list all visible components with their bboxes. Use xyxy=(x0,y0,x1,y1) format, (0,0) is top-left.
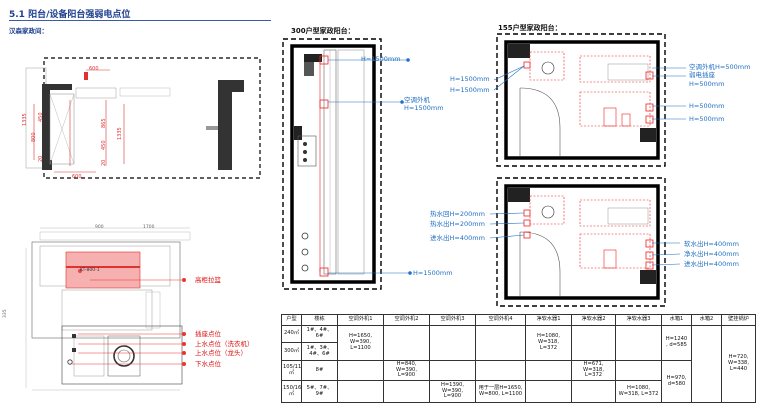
th-ac1: 空调外机1 xyxy=(337,314,384,326)
dim-bottom-600: 600 xyxy=(72,174,82,180)
cell-tank1-b: H=970, d=580 xyxy=(661,360,692,403)
cell-building: 1#、4#、6# xyxy=(301,325,338,343)
cell-empty xyxy=(383,380,430,403)
dim-1700: 1700 xyxy=(143,225,155,230)
th-softener3: 净软水器3 xyxy=(615,314,662,326)
dim-right-20: 20 xyxy=(101,159,107,166)
p155-top-left-ann-2: H=1500mm xyxy=(450,86,490,94)
panel-155-bottom-plan xyxy=(490,177,681,307)
table-row: 150/165㎡ 5#、7#、9# H=1390, W=390, L=900 用… xyxy=(281,380,756,403)
p155-top-right-ann-1: 空调外机H=500mm xyxy=(689,63,751,71)
cell-building: 8# xyxy=(301,360,338,381)
p300-ann-1: H=1500mm xyxy=(361,55,401,63)
dim-right-865: 865 xyxy=(101,118,107,128)
th-ac3: 空调外机3 xyxy=(429,314,476,326)
dim-right-1335: 1335 xyxy=(117,127,123,140)
cell-empty xyxy=(429,360,476,381)
cell-empty xyxy=(383,325,430,361)
table-header-row: 户型 楼栋 空调外机1 空调外机2 空调外机3 空调外机4 净软水器1 净软水器… xyxy=(281,314,756,326)
cell-empty xyxy=(525,360,572,381)
th-ac4: 空调外机4 xyxy=(475,314,526,326)
panel-155-top-plan xyxy=(493,33,686,167)
th-tank2: 水箱2 xyxy=(691,314,722,326)
th-softener2: 净软水器2 xyxy=(571,314,616,326)
cell-ac4: 用于一层H=1650, W=800, L=1100 xyxy=(475,380,526,403)
cell-empty xyxy=(615,360,662,381)
cell-type: 240㎡ xyxy=(281,325,302,343)
cell-empty xyxy=(525,380,572,403)
p155-bot-right-ann-2: 净水出H=400mm xyxy=(684,250,739,258)
panel-300-title: 300户型家政阳台： xyxy=(291,27,355,35)
dim-335: 335 xyxy=(3,309,8,318)
cell-empty xyxy=(475,360,526,381)
dim-left-800: 800 xyxy=(31,132,37,142)
label-outlet-point: 插座点位 xyxy=(195,330,221,338)
cell-building: 1#、3#、4#、6# xyxy=(301,342,338,361)
panel-300-plan xyxy=(282,38,412,290)
cell-softener1: H=1080, W=318, L=372 xyxy=(525,325,572,361)
cell-empty xyxy=(571,325,616,361)
cell-ac3: H=1390, W=390, L=900 xyxy=(429,380,476,403)
table-row: 105/115㎡ 8# H=840, W=390, L=900 H=671, W… xyxy=(281,360,756,403)
left-top-plan xyxy=(25,57,261,179)
table-row: 240㎡ 1#、4#、6# H=1650, W=390, L=1100 H=10… xyxy=(281,325,756,403)
cell-empty xyxy=(475,325,526,361)
p155-bot-right-ann-1: 软水出H=400mm xyxy=(684,240,739,248)
p155-top-right-ann-4: H=500mm xyxy=(689,102,725,110)
p300-ann-3: H=1500mm xyxy=(404,104,444,112)
panel-155-title: 155户型家政阳台： xyxy=(498,24,562,32)
dim-900: 900 xyxy=(95,225,104,230)
dim-top-600: 600 xyxy=(89,66,99,72)
cell-tank1-a: H=1240 , d=585 xyxy=(661,325,692,361)
cell-type: 105/115㎡ xyxy=(281,360,302,381)
cell-building: 5#、7#、9# xyxy=(301,380,338,403)
p155-top-right-ann-3: H=500mm xyxy=(689,80,725,88)
p155-bot-left-ann-3: 进水出H=400mm xyxy=(430,234,485,242)
cell-empty xyxy=(429,325,476,361)
label-washer-water: 上水点位（洗衣机） xyxy=(195,340,254,348)
label-faucet-water: 上水点位（龙头） xyxy=(195,349,247,357)
th-building: 楼栋 xyxy=(301,314,338,326)
equipment-spec-table: 户型 楼栋 空调外机1 空调外机2 空调外机3 空调外机4 净软水器1 净软水器… xyxy=(281,314,756,403)
left-bottom-plan xyxy=(25,227,191,391)
cell-boiler: H=720, W=338, L=440 xyxy=(721,325,756,403)
cell-ac2: H=840, W=390, L=900 xyxy=(383,360,430,381)
cell-softener2: H=671, W=318, L=372 xyxy=(571,360,616,381)
cell-empty xyxy=(337,380,384,403)
dim-right-450: 450 xyxy=(101,140,107,150)
cell-ac1: H=1650, W=390, L=1100 xyxy=(337,325,384,361)
p300-ann-2: 空调外机 xyxy=(404,96,430,104)
cell-type: 150/165㎡ xyxy=(281,380,302,403)
cell-type: 300㎡ xyxy=(281,342,302,361)
th-tank1: 水箱1 xyxy=(661,314,692,326)
cell-empty xyxy=(691,325,722,403)
cell-empty xyxy=(337,360,384,381)
p155-bot-left-ann-1: 热水回H=200mm xyxy=(430,210,485,218)
cell-empty xyxy=(571,380,616,403)
section-subtitle: 汉森家政间： xyxy=(9,27,48,35)
p155-bot-left-ann-2: 热水出H=200mm xyxy=(430,220,485,228)
cell-empty xyxy=(615,325,662,361)
dim-left-450: 450 xyxy=(38,112,44,122)
p155-top-right-ann-2: 弱电插座 xyxy=(689,71,715,79)
th-softener1: 净软水器1 xyxy=(525,314,572,326)
p155-top-left-ann-1: H=1500mm xyxy=(450,75,490,83)
p155-bot-right-ann-3: 进水出H=400mm xyxy=(684,260,739,268)
page-title: 5.1 阳台/设备阳台强弱电点位 xyxy=(9,10,131,20)
label-drain-point: 下水点位 xyxy=(195,360,221,368)
cell-softener3: H=1080, W=318, L=372 xyxy=(615,380,662,403)
p300-ann-4: H=1500mm xyxy=(413,269,453,277)
th-type: 户型 xyxy=(281,314,302,326)
label-hanger-basket: 高柜拉篮 xyxy=(195,276,221,284)
dim-left-1335: 1335 xyxy=(22,113,28,126)
cabinet-code: KT-800-1 xyxy=(80,268,100,273)
table-row: 300㎡ 1#、3#、4#、6# xyxy=(281,342,756,361)
th-boiler: 壁挂锅炉 xyxy=(721,314,756,326)
dim-left-20: 20 xyxy=(38,155,44,162)
title-divider xyxy=(9,20,271,21)
p155-top-right-ann-5: H=500mm xyxy=(689,115,725,123)
th-ac2: 空调外机2 xyxy=(383,314,430,326)
